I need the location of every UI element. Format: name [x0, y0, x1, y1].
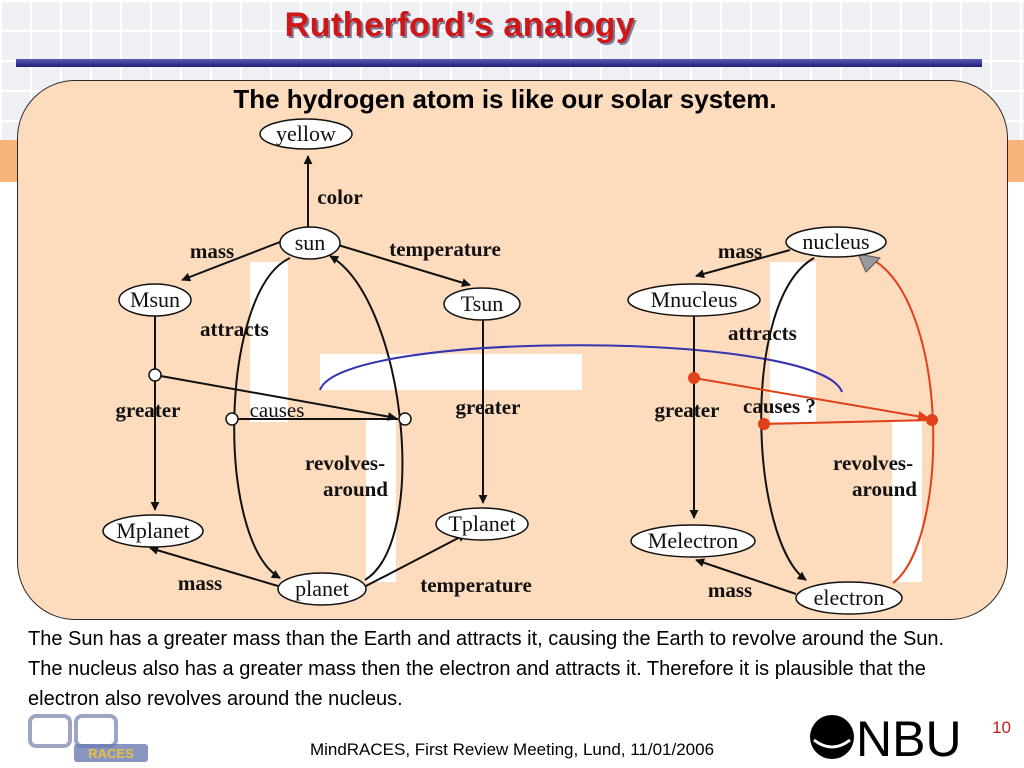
title-rule: [16, 59, 982, 67]
relation-dot: [398, 412, 412, 426]
label-revolves-rest: ves-: [350, 451, 385, 475]
node-yellow: [259, 118, 353, 150]
label-atom-mass-top: mass: [718, 239, 762, 263]
label-around-bold: aro: [323, 477, 353, 501]
slide-caption: The Sun has a greater mass than the Eart…: [28, 624, 998, 714]
label-color: color: [317, 185, 362, 209]
label-around-rest: und: [353, 477, 388, 501]
label-greater-right: greater: [456, 395, 521, 419]
slide-title: Rutherford’s analogy: [284, 6, 636, 44]
label-temperature-top: temperature: [389, 237, 501, 261]
white-patch: [320, 354, 582, 390]
svg-text:around: around: [852, 477, 917, 501]
slide-subtitle: The hydrogen atom is like our solar syst…: [233, 84, 777, 114]
node-tplanet-label: Tplanet: [448, 511, 515, 536]
node-mnucleus: [627, 283, 761, 317]
slide-footer: MindRACES, First Review Meeting, Lund, 1…: [309, 740, 715, 759]
label-atom-revolves-bold: revol: [833, 451, 878, 475]
label-mass-bottom: mass: [178, 571, 222, 595]
label-revolves-bold: revol: [305, 451, 350, 475]
caption-line-1: The Sun has a greater mass than the Eart…: [28, 628, 945, 650]
label-mass-top: mass: [190, 239, 234, 263]
svg-text:attracts: attracts: [728, 321, 797, 345]
inferred-dot: [926, 414, 938, 426]
node-electron-label: electron: [814, 585, 885, 610]
inferred-arrowhead: [857, 253, 882, 273]
label-atom-causes-bold: ca: [743, 394, 763, 418]
node-nucleus-label: nucleus: [802, 229, 869, 254]
node-mplanet: [102, 514, 204, 548]
node-melectron: [630, 524, 756, 558]
label-attracts-bold: attra: [200, 317, 245, 341]
decor-band-right: [1004, 140, 1024, 182]
svg-text:revolves-: revolves-: [833, 451, 913, 475]
label-atom-attracts-rest: cts: [772, 321, 797, 345]
node-planet: [277, 572, 367, 606]
label-greater-left: greater: [116, 398, 181, 422]
node-mnucleus-label: Mnucleus: [651, 287, 738, 312]
node-sun-label: sun: [295, 230, 326, 255]
label-atom-attracts-bold: attra: [728, 321, 773, 345]
relation-dot: [225, 412, 239, 426]
node-planet-label: planet: [295, 576, 349, 601]
svg-text:revolves-: revolves-: [305, 451, 385, 475]
page-number: 10: [992, 718, 1011, 737]
edge-planet-tplanet: [365, 533, 467, 587]
inferred-dot: [758, 418, 770, 430]
nbu-logo: NBU: [810, 711, 962, 764]
caption-line-2: The nucleus also has a greater mass then…: [28, 658, 926, 710]
node-electron: [795, 581, 903, 615]
svg-text:attracts: attracts: [200, 317, 269, 341]
atom-graph: nucleus Mnucleus Melectron electron mass…: [627, 226, 938, 615]
label-attracts-rest: cts: [244, 317, 269, 341]
decor-band-left: [0, 140, 22, 182]
label-atom-around-rest: und: [882, 477, 917, 501]
solar-system-graph: yellow sun Msun Tsun Mplanet planet Tpla…: [102, 118, 532, 606]
white-patch: [366, 420, 396, 582]
inferred-dot: [688, 372, 700, 384]
label-atom-greater: greater: [655, 398, 720, 422]
label-atom-around-bold: aro: [852, 477, 882, 501]
edge-inferred-causes: [693, 377, 930, 422]
node-yellow-label: yellow: [276, 121, 336, 146]
label-atom-causes-rest: uses ?: [763, 394, 816, 418]
node-tsun-label: Tsun: [461, 291, 503, 316]
edge-greater-causes: [154, 374, 397, 422]
svg-text:around: around: [323, 477, 388, 501]
edge-inferred-link: [763, 419, 933, 425]
white-patch: [892, 420, 922, 582]
label-atom-revolves-rest: ves-: [878, 451, 913, 475]
mindraces-logo-text: RACES: [88, 746, 134, 761]
label-atom-mass-bottom: mass: [708, 578, 752, 602]
relation-dot: [148, 368, 162, 382]
node-msun: [118, 283, 192, 317]
node-mplanet-label: Mplanet: [116, 518, 189, 543]
edge-planet-mplanet: [149, 545, 279, 587]
node-melectron-label: Melectron: [648, 528, 738, 553]
edge-nucleus-mnucleus: [695, 249, 791, 279]
edge-sun-tsun: [337, 244, 471, 287]
nbu-logo-text: NBU: [856, 711, 962, 764]
label-temperature-bottom: temperature: [420, 573, 532, 597]
node-msun-label: Msun: [130, 287, 180, 312]
svg-text:causes ?: causes ?: [743, 394, 816, 418]
edge-electron-melectron: [695, 558, 797, 595]
edge-sun-msun: [181, 241, 281, 282]
node-tplanet: [435, 507, 529, 541]
node-tsun: [443, 287, 521, 321]
analogy-mapping-arc: [319, 344, 843, 393]
label-causes: causes: [250, 398, 305, 422]
node-nucleus: [785, 226, 887, 258]
node-sun: [279, 226, 341, 260]
mindraces-logo: RACES: [28, 714, 148, 762]
